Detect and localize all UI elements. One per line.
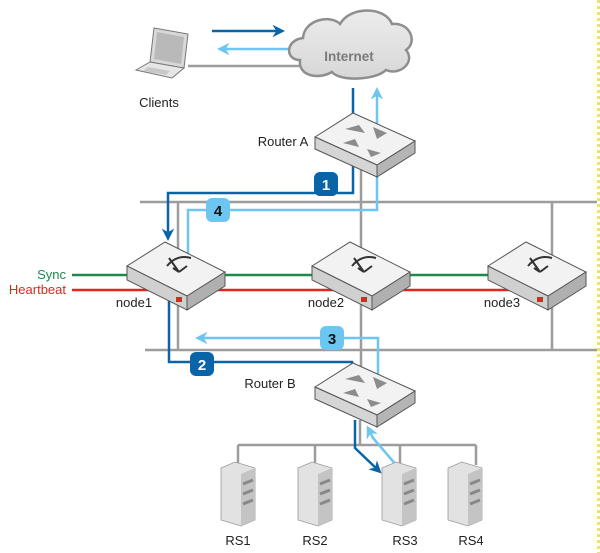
node1-firewall-icon[interactable] [125,241,227,311]
svg-text:2: 2 [198,357,206,374]
svg-text:3: 3 [328,331,336,348]
node3-firewall-icon[interactable] [486,241,588,311]
response-path-servers [366,425,398,467]
rs3-label: RS3 [392,533,417,548]
edge-strip [597,0,600,553]
step-badge-2: 2 [190,352,214,376]
svg-text:4: 4 [214,203,223,220]
router-b-label: Router B [244,376,295,391]
router-a-icon[interactable] [313,112,417,178]
internet-cloud-icon[interactable] [287,9,413,80]
router-b-icon[interactable] [313,362,417,428]
svg-text:1: 1 [322,177,330,194]
node2-firewall-icon[interactable] [310,241,412,311]
rs4-server-icon[interactable] [447,461,483,527]
node2-label: node2 [308,295,344,310]
node3-label: node3 [484,295,520,310]
rs4-label: RS4 [458,533,483,548]
clients-laptop-icon[interactable] [134,27,189,79]
rs2-label: RS2 [302,533,327,548]
request-path-1 [161,88,355,241]
request-path-servers [353,420,382,474]
rs3-server-icon[interactable] [381,461,417,527]
internet-label: Internet [324,49,374,64]
rs1-label: RS1 [225,533,250,548]
step-badge-4: 4 [206,198,230,222]
rs1-server-icon[interactable] [220,461,256,527]
router-a-label: Router A [258,134,309,149]
clients-label: Clients [139,95,179,110]
response-path-3 [195,331,380,378]
step-badge-3: 3 [320,326,344,350]
heartbeat-label: Heartbeat [9,282,66,297]
step-badge-1: 1 [314,172,338,196]
node1-label: node1 [116,295,152,310]
sync-label: Sync [37,267,66,282]
rs2-server-icon[interactable] [297,461,333,527]
